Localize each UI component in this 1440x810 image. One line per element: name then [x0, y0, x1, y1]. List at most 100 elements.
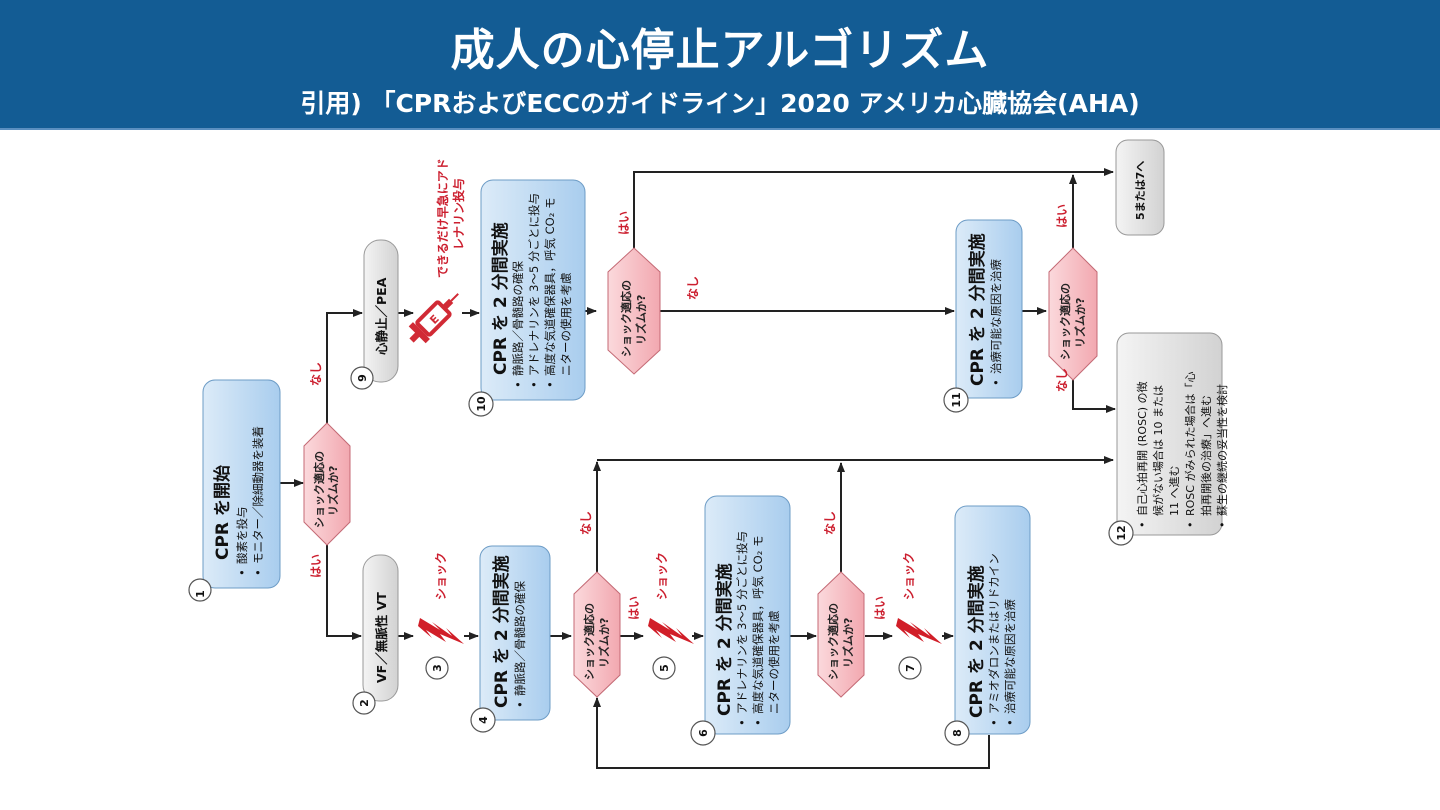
goto-label: 5または7へ	[1134, 161, 1147, 220]
node-10-bullet-dot: •	[511, 381, 525, 388]
node-10-bullet-2: アドレナリンを 3～5 分ごとに投与	[527, 193, 541, 376]
node-1-number: 1	[194, 590, 207, 598]
node-12-line-1: 自己心拍再開 (ROSC) の徴	[1135, 381, 1149, 516]
node-6-number: 6	[697, 729, 710, 737]
decision-c-line2: リズムか?	[1073, 298, 1087, 348]
node-6-bullet-dot: •	[735, 719, 749, 726]
page-title: 成人の心停止アルゴリズム	[450, 25, 990, 76]
edge-label-no: なし	[309, 362, 323, 386]
node-9-asystole-pea: 心静止／PEA 9	[350, 239, 399, 390]
node-7-number: 7	[904, 664, 917, 672]
decision-c: ショック適応の リズムか?	[1048, 247, 1098, 381]
node-8-bullet-1: アミオダロンまたはリドカイン	[987, 553, 1001, 714]
decision-d-line1: ショック適応の	[582, 603, 596, 680]
edge-label-no: なし	[1055, 368, 1069, 392]
node-5-label: ショック	[655, 552, 669, 600]
arrow-decision-a-no-to-9	[326, 309, 363, 425]
cardiac-arrest-algorithm-diagram: CPR を開始 • 酸素を投与 • モニター／除細動器を装着 1 ショック適応の…	[188, 139, 1229, 769]
decision-a: ショック適応の リズムか?	[303, 422, 351, 546]
node-2-vf-pvt: VF／無脈性 VT 2	[352, 554, 399, 715]
page-subtitle: 引用) 「CPRおよびECCのガイドライン」2020 アメリカ心臓協会(AHA)	[300, 89, 1140, 118]
node-12-line-5: 拍再開後の治療」へ進む	[1199, 395, 1213, 516]
edge-label-no: なし	[686, 276, 700, 300]
node-1-bullet-2: モニター／除細動器を装着	[251, 426, 265, 564]
decision-e-line1: ショック適応の	[826, 603, 840, 680]
node-6-bullet-1: アドレナリンを 3～5 分ごとに投与	[735, 531, 749, 714]
node-3-number: 3	[431, 664, 444, 672]
decision-b-line1: ショック適応の	[619, 280, 633, 357]
node-8-bullet-2: 治療可能な原因を治療	[1003, 599, 1017, 714]
node-4-cpr-2min: CPR を 2 分間実施 • 静脈路／骨髄路の確保 4	[470, 545, 551, 733]
epinephrine-label-line1: できるだけ早急にアド	[435, 158, 450, 278]
node-10-bullet-3: 高度な気道確保器具，呼気 CO₂ モ	[543, 197, 557, 376]
node-12-line-3: 11 へ進む	[1168, 466, 1181, 517]
shock-icon	[648, 618, 694, 644]
node-12-bullet-dot: •	[1216, 522, 1229, 529]
header-banner: 成人の心停止アルゴリズム 引用) 「CPRおよびECCのガイドライン」2020 …	[0, 0, 1440, 130]
node-6-bullet-2-cont: ニターの使用を考慮	[767, 611, 781, 715]
node-10-number: 10	[475, 396, 488, 412]
node-12-line-6: 蘇生の継続の妥当性を検討	[1215, 384, 1229, 516]
node-8-bullet-dot: •	[987, 719, 1001, 726]
node-12-bullet-dot: •	[1184, 522, 1197, 529]
node-10-bullet-1: 静脈路／骨髄路の確保	[511, 261, 525, 376]
arrow-decision-a-yes-to-2	[326, 545, 362, 640]
node-2-number: 2	[358, 699, 371, 707]
node-5-number: 5	[658, 664, 671, 672]
edge-label-yes: はい	[617, 211, 631, 235]
node-2-label: VF／無脈性 VT	[374, 592, 389, 683]
arrow-8-loop-to-decision-d	[593, 697, 990, 769]
node-4-title: CPR を 2 分間実施	[491, 555, 512, 708]
node-1-bullet-dot: •	[235, 569, 249, 576]
goto-5-or-7: 5または7へ	[1115, 139, 1165, 236]
node-6-title: CPR を 2 分間実施	[714, 563, 735, 716]
arrow-decision-c-no-to-12	[1072, 378, 1116, 413]
decision-e-line2: リズムか?	[841, 618, 855, 668]
edge-label-yes: はい	[873, 596, 887, 620]
node-10-bullet-dot: •	[527, 381, 541, 388]
node-1-bullet-dot: •	[251, 569, 265, 576]
node-8-cpr-2min: CPR を 2 分間実施 • アミオダロンまたはリドカイン • 治療可能な原因を…	[944, 505, 1031, 746]
edge-label-yes: はい	[627, 596, 641, 620]
node-11-bullet-dot: •	[989, 379, 1003, 386]
node-11-bullet-1: 治療可能な原因を治療	[989, 259, 1003, 374]
node-4-bullet-dot: •	[513, 701, 527, 708]
node-10-bullet-3-cont: ニターの使用を考慮	[559, 273, 573, 377]
edge-label-yes: はい	[309, 554, 323, 578]
epinephrine-label-line2: レナリン投与	[451, 178, 466, 250]
node-5-shock: ショック 5	[648, 552, 694, 680]
node-8-number: 8	[951, 729, 964, 737]
node-10-cpr-2min: CPR を 2 分間実施 • 静脈路／骨髄路の確保 • アドレナリンを 3～5 …	[468, 179, 586, 417]
node-1-bullet-1: 酸素を投与	[235, 507, 249, 565]
decision-a-line1: ショック適応の	[312, 451, 326, 528]
decision-b: ショック適応の リズムか?	[607, 247, 661, 375]
node-8-bullet-dot: •	[1003, 719, 1017, 726]
node-6-bullet-2: 高度な気道確保器具，呼気 CO₂ モ	[751, 535, 765, 714]
edge-label-no: なし	[823, 511, 837, 535]
node-12-bullet-dot: •	[1136, 522, 1149, 529]
node-7-label: ショック	[902, 552, 916, 600]
node-3-shock: ショック 3	[418, 552, 464, 680]
node-11-title: CPR を 2 分間実施	[967, 233, 988, 386]
node-10-bullet-dot: •	[543, 381, 557, 388]
node-4-bullet-1: 静脈路／骨髄路の確保	[513, 581, 527, 696]
node-6-cpr-2min: CPR を 2 分間実施 • アドレナリンを 3～5 分ごとに投与 • 高度な気…	[690, 495, 791, 746]
node-7-shock: ショック 7	[896, 552, 942, 680]
node-12-rosc: • 自己心拍再開 (ROSC) の徴 候がない場合は 10 または 11 へ進む…	[1108, 332, 1229, 546]
arrow-decision-b-yes-to-goto	[633, 168, 1114, 248]
decision-b-line2: リズムか?	[634, 295, 648, 345]
node-10-title: CPR を 2 分間実施	[490, 222, 511, 375]
connectors	[280, 168, 1116, 769]
shock-icon	[418, 618, 464, 644]
node-12-number: 12	[1115, 525, 1128, 540]
node-12-line-4: ROSC がみられた場合は「心	[1183, 372, 1197, 516]
decision-d-line2: リズムか?	[597, 618, 611, 668]
node-11-cpr-2min: CPR を 2 分間実施 • 治療可能な原因を治療 11	[943, 219, 1023, 413]
node-8-title: CPR を 2 分間実施	[966, 565, 987, 718]
node-1-start-cpr: CPR を開始 • 酸素を投与 • モニター／除細動器を装着 1	[188, 379, 281, 602]
edge-label-no: なし	[579, 511, 593, 535]
decision-d: ショック適応の リズムか?	[573, 571, 621, 698]
node-12-line-2: 候がない場合は 10 または	[1151, 385, 1165, 516]
node-11-number: 11	[950, 392, 963, 407]
decision-e: ショック適応の リズムか?	[817, 571, 865, 698]
